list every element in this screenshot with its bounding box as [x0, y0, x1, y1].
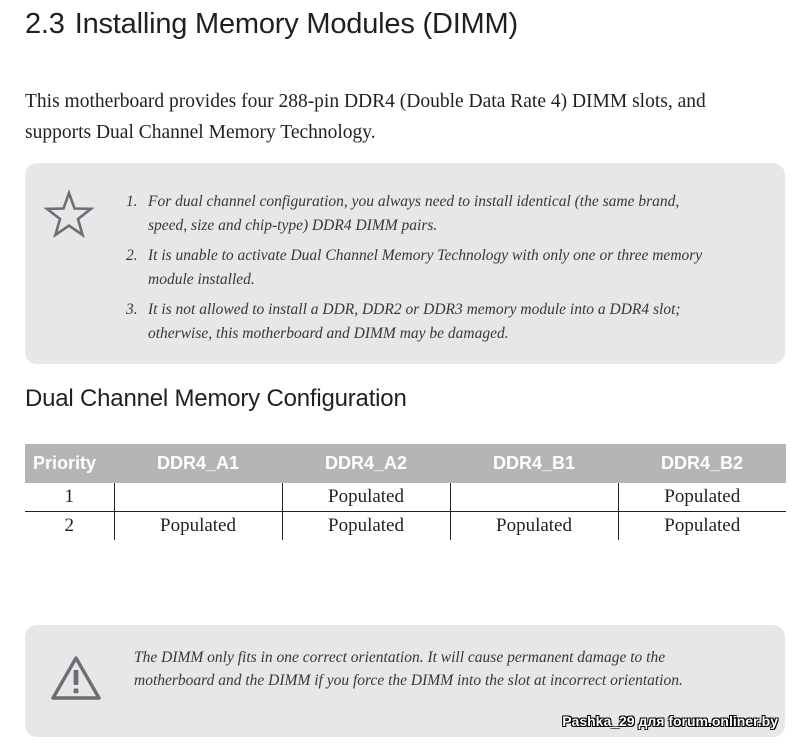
note-text: For dual channel configuration, you alwa…: [148, 193, 680, 234]
note-item: 1. For dual channel configuration, you al…: [126, 190, 706, 237]
table-row: 1 Populated Populated: [25, 483, 786, 512]
note-number: 1.: [126, 193, 138, 210]
table-cell: [113, 483, 282, 512]
warning-box: [25, 625, 785, 737]
table-cell: Populated: [113, 511, 282, 540]
memory-config-table: Priority DDR4_A1 DDR4_A2 DDR4_B1 DDR4_B2…: [25, 444, 786, 540]
section-title-text: Installing Memory Modules (DIMM): [74, 8, 518, 40]
section-title: 2.3 Installing Memory Modules (DIMM): [25, 8, 518, 41]
warning-text: The DIMM only fits in one correct orient…: [134, 649, 683, 689]
column-header-ddr4-b1: DDR4_B1: [450, 444, 618, 483]
note-box: [25, 163, 785, 364]
table-header-row: Priority DDR4_A1 DDR4_A2 DDR4_B1 DDR4_B2: [25, 444, 786, 483]
table-cell: [449, 483, 618, 512]
intro-paragraph: This motherboard provides four 288-pin D…: [25, 91, 706, 143]
watermark: Pashka_29 для forum.onliner.by: [562, 713, 778, 729]
column-header-ddr4-b2: DDR4_B2: [618, 444, 786, 483]
table-cell: Populated: [281, 511, 450, 540]
star-icon: [43, 189, 95, 239]
column-header-ddr4-a2: DDR4_A2: [282, 444, 450, 483]
table-row: 2 Populated Populated Populated Populate…: [25, 511, 786, 540]
column-header-ddr4-a1: DDR4_A1: [114, 444, 282, 483]
note-text: It is unable to activate Dual Channel Me…: [148, 247, 703, 288]
note-number: 3.: [126, 301, 138, 318]
table-cell: Populated: [617, 483, 786, 512]
table-cell: Populated: [281, 483, 450, 512]
config-heading: Dual Channel Memory Configuration: [25, 385, 407, 412]
note-number: 2.: [126, 247, 138, 264]
table-cell: Populated: [617, 511, 786, 540]
note-item: 3. It is not allowed to install a DDR, DD…: [126, 298, 706, 345]
section-number: 2.3: [25, 8, 65, 40]
table-cell: Populated: [449, 511, 618, 540]
note-list: 1. For dual channel configuration, you al…: [126, 190, 706, 352]
column-header-priority: Priority: [25, 444, 114, 483]
note-text: It is not allowed to install a DDR, DDR2…: [148, 301, 681, 342]
table-cell: 2: [64, 515, 75, 536]
note-item: 2. It is unable to activate Dual Channel …: [126, 244, 706, 291]
warning-triangle-icon: [51, 656, 101, 700]
table-cell: 1: [25, 483, 114, 512]
